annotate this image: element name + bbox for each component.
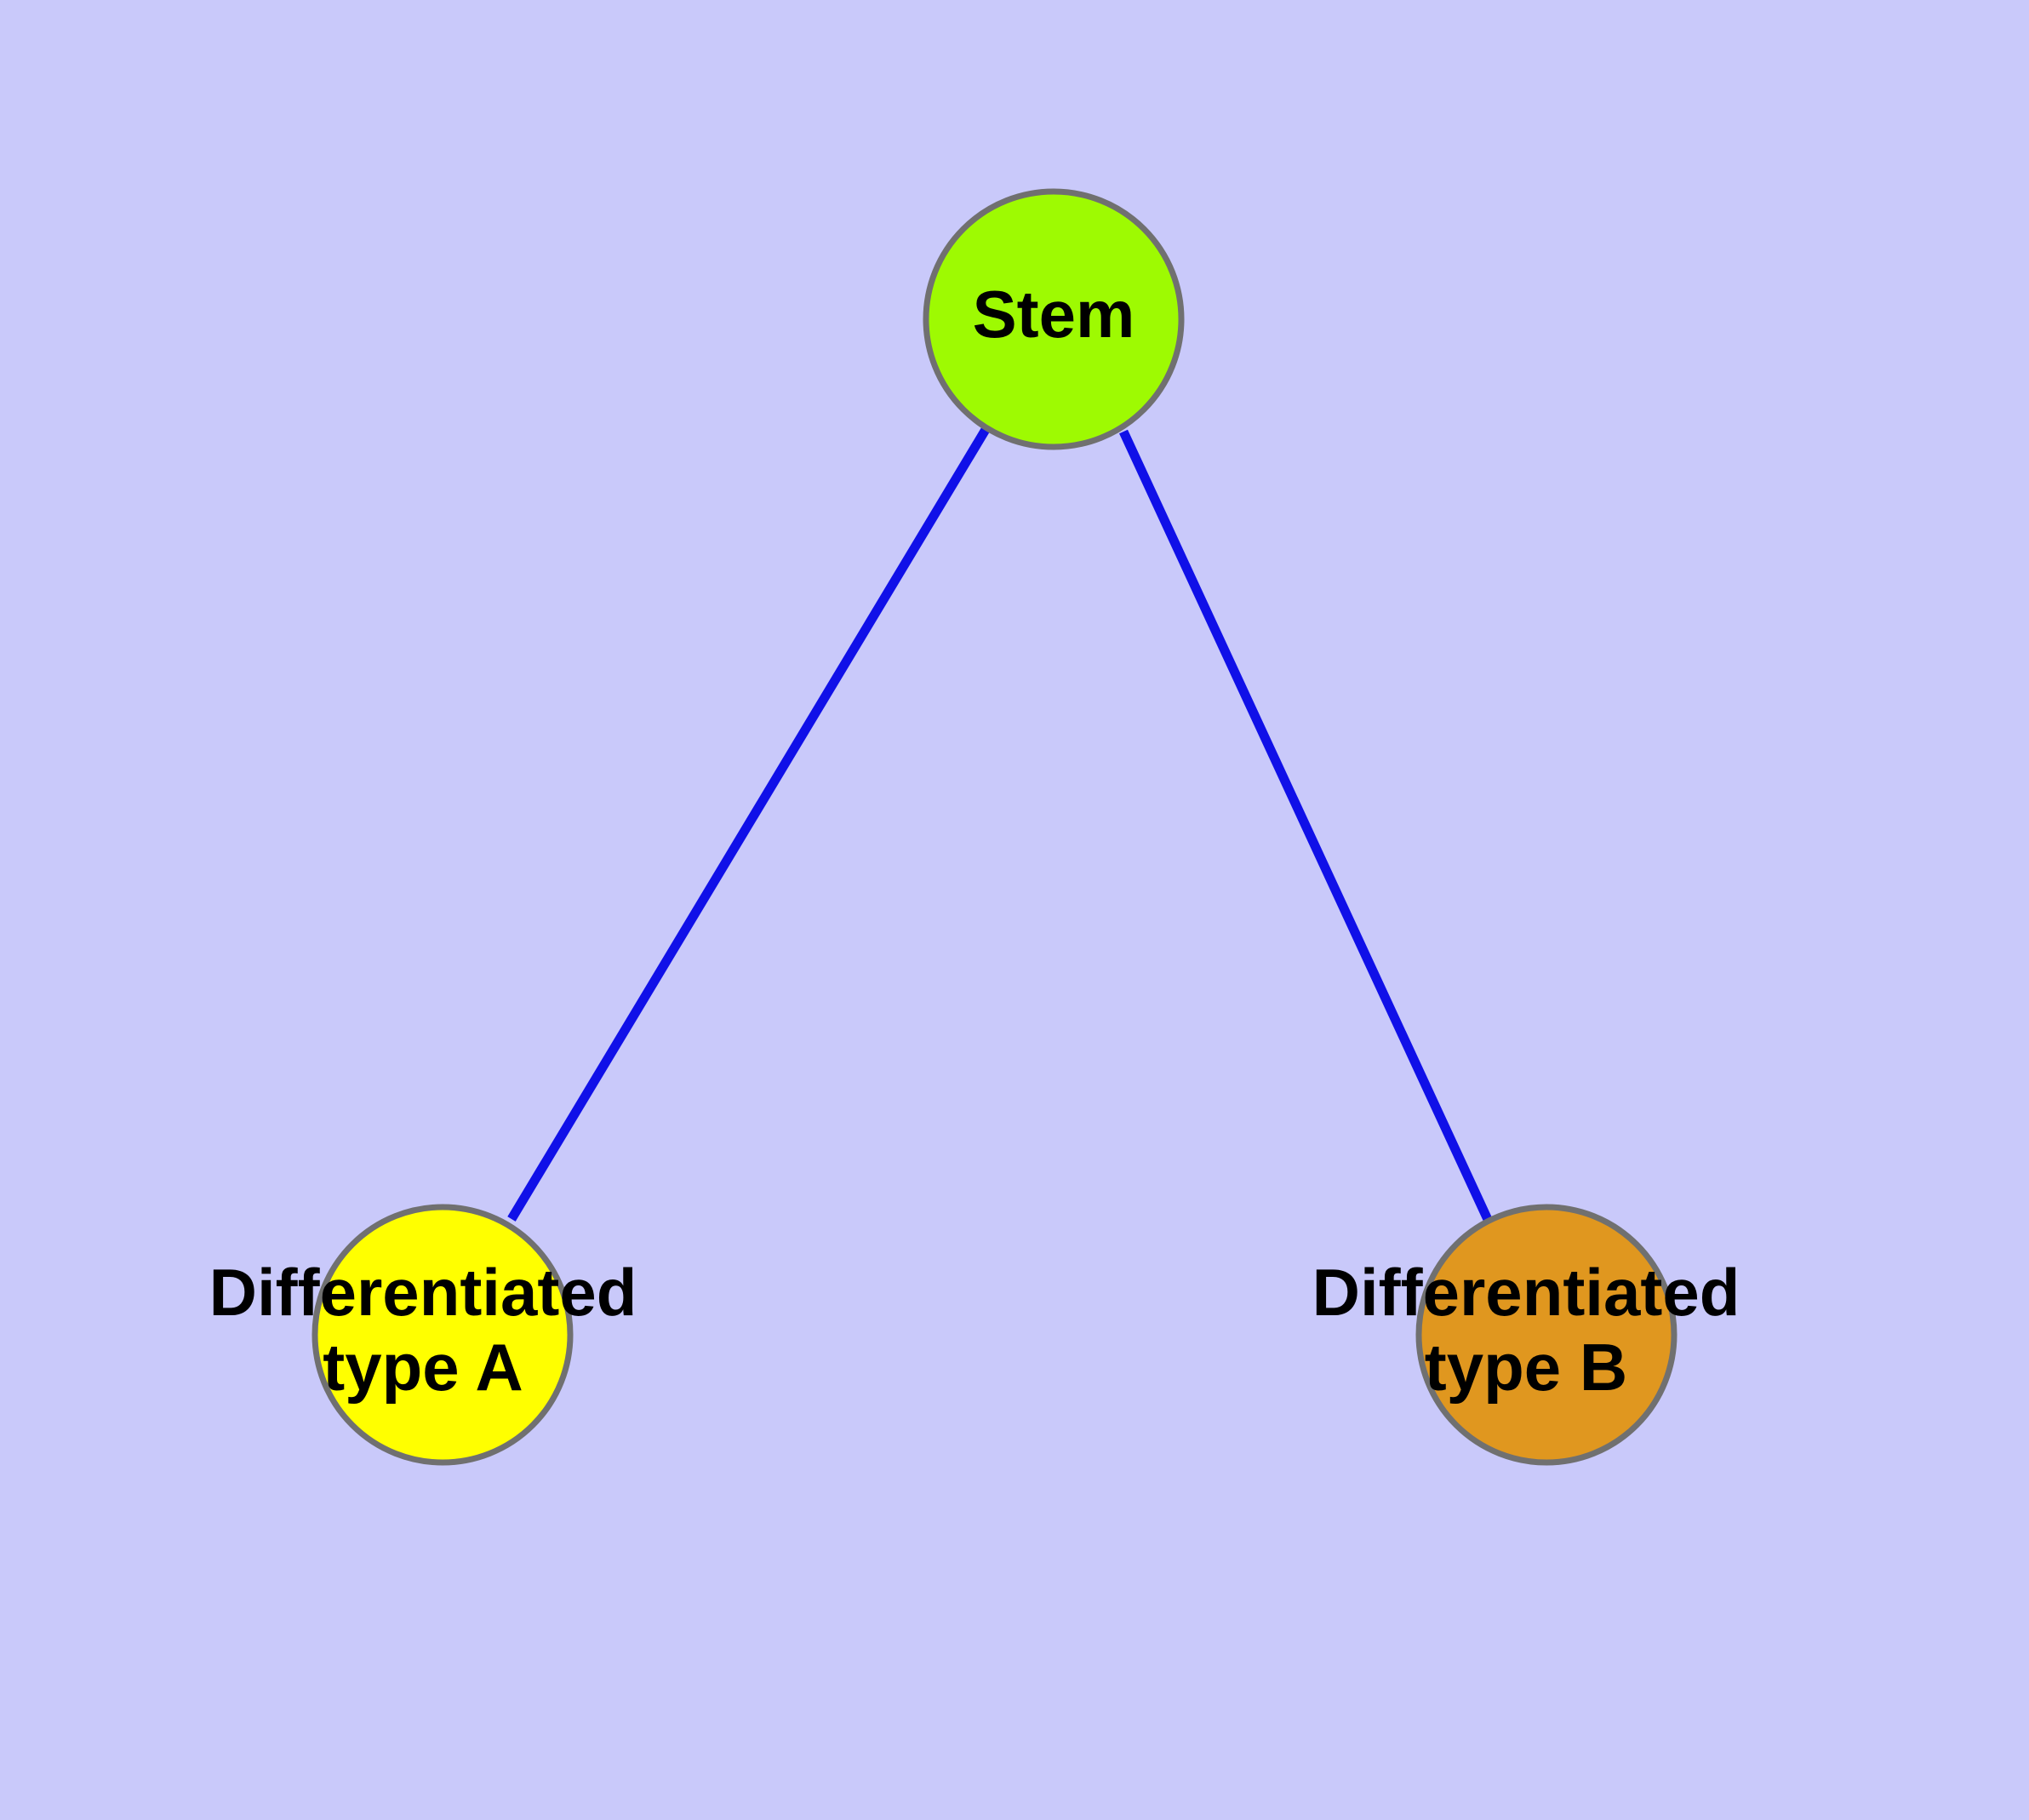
edge-stem-to-diff-a[interactable] (507, 426, 991, 1222)
node-diff-a-circle[interactable] (311, 1204, 574, 1466)
node-stem-label: Stem (973, 277, 1135, 352)
edge-layer (507, 426, 1495, 1228)
node-diff-b-circle[interactable] (1415, 1204, 1677, 1466)
node-stem[interactable] (923, 188, 1185, 450)
node-diff-b[interactable] (1415, 1204, 1677, 1466)
edge-stem-to-diff-b[interactable] (1119, 429, 1495, 1228)
node-stem-circle[interactable] (923, 188, 1185, 450)
node-layer (311, 188, 1677, 1466)
node-diff-a[interactable] (311, 1204, 574, 1466)
